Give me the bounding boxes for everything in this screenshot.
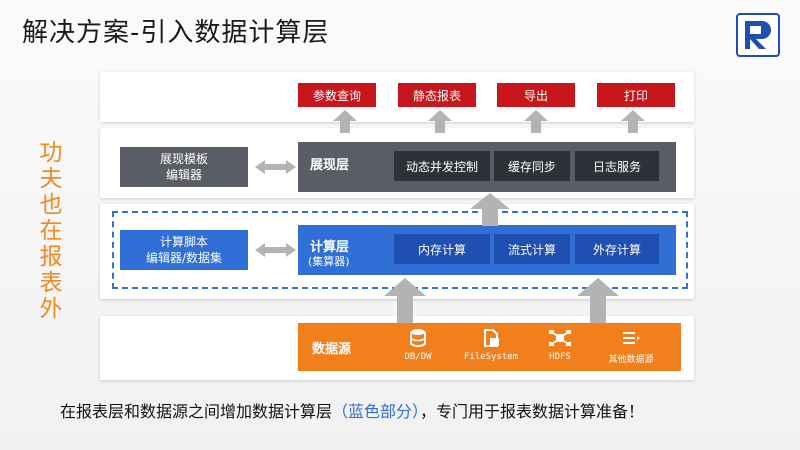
arrow-up-source-right — [577, 278, 619, 323]
source-label: 其他数据源 — [608, 355, 654, 365]
side-slogan-char: 报 — [39, 244, 63, 270]
side-slogan-char: 外 — [39, 296, 63, 322]
source-label: FileSystem — [463, 352, 519, 362]
source-filesystem: FileSystem — [454, 328, 528, 368]
caption: 在报表层和数据源之间增加数据计算层（蓝色部分），专门用于报表数据计算准备！ — [60, 398, 644, 422]
source-other: 其他数据源 — [596, 328, 666, 368]
arrow-up-export — [524, 110, 548, 133]
side-slogan-char: 表 — [39, 270, 63, 296]
caption-highlight: （蓝色部分） — [332, 402, 421, 421]
compute-layer-sublabel: (集算器) — [308, 255, 350, 268]
compute-layer-label: 计算层 — [310, 240, 350, 255]
hdfs-network-icon — [549, 330, 571, 346]
source-label: DB/DW — [404, 352, 432, 362]
output-button-query[interactable]: 参数查询 — [298, 83, 376, 107]
side-slogan-char: 夫 — [39, 166, 63, 192]
side-slogan-char: 在 — [39, 218, 63, 244]
output-button-static-report[interactable]: 静态报表 — [398, 83, 476, 107]
caption-after: ，专门用于报表数据计算准备！ — [420, 402, 645, 421]
compute-script-editor[interactable]: 计算脚本 编辑器/数据集 — [120, 230, 248, 270]
page-title: 解决方案-引入数据计算层 — [22, 18, 330, 48]
datasource-label: 数据源 — [312, 342, 352, 357]
compute-cell-stream: 流式计算 — [494, 234, 570, 264]
presentation-cell-log: 日志服务 — [575, 151, 659, 181]
arrow-up-query — [333, 110, 357, 133]
arrow-both-presentation-editor — [255, 160, 296, 174]
logo — [736, 13, 780, 57]
caption-before: 在报表层和数据源之间增加数据计算层 — [60, 402, 333, 421]
side-slogan-char: 也 — [39, 192, 63, 218]
presentation-template-editor[interactable]: 展现模板 编辑器 — [120, 147, 248, 187]
output-band — [100, 72, 694, 122]
source-hdfs: HDFS — [535, 328, 585, 368]
arrow-up-compute-to-presentation — [470, 193, 510, 226]
source-label: HDFS — [549, 352, 571, 362]
arrow-up-source-left — [384, 278, 426, 323]
file-icon — [484, 329, 499, 347]
list-icon — [623, 332, 640, 344]
source-dbdw: DB/DW — [388, 328, 448, 368]
compute-cell-external: 外存计算 — [575, 234, 659, 264]
output-button-print[interactable]: 打印 — [597, 83, 675, 107]
database-icon — [410, 329, 426, 347]
presentation-layer-label: 展现层 — [310, 158, 350, 173]
side-slogan: 功夫也在报表外 — [36, 140, 66, 322]
presentation-cell-concurrency: 动态并发控制 — [394, 151, 490, 181]
output-button-export[interactable]: 导出 — [497, 83, 575, 107]
side-slogan-char: 功 — [39, 140, 63, 166]
compute-cell-memory: 内存计算 — [394, 234, 490, 264]
raqsoft-logo-icon — [736, 13, 780, 57]
presentation-cell-cache: 缓存同步 — [494, 151, 570, 181]
arrow-up-static-report — [428, 110, 452, 133]
arrow-both-compute-editor — [255, 243, 296, 257]
arrow-up-print — [621, 110, 645, 133]
